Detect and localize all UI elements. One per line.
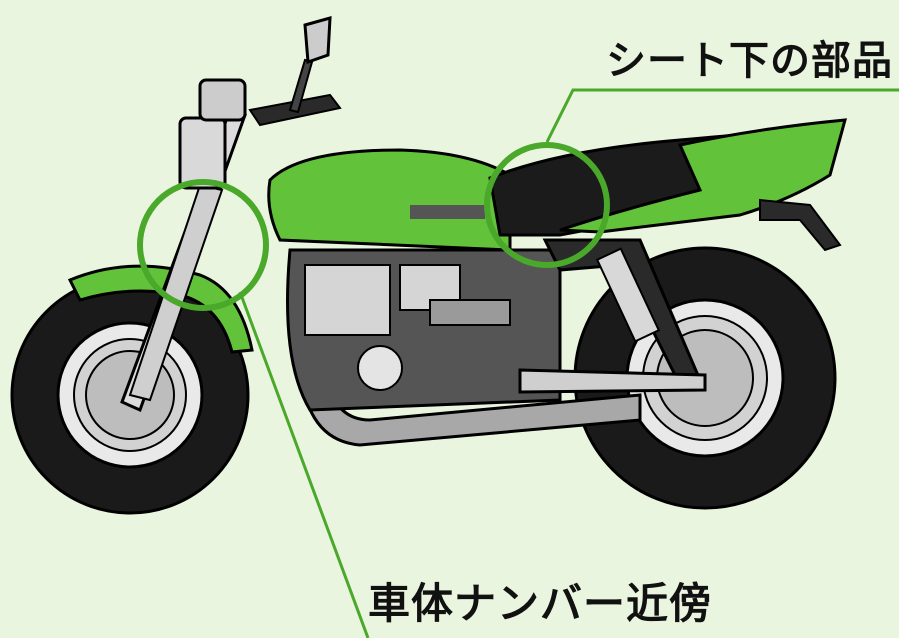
seat-parts-label: シート下の部品	[606, 38, 893, 84]
swing-arm	[518, 368, 707, 394]
headlight	[178, 78, 247, 190]
highlight-circle-seat	[484, 142, 610, 268]
leader-line-seat	[545, 88, 899, 143]
frame-number-label: 車体ナンバー近傍	[368, 579, 713, 628]
leader-line-frame	[238, 291, 370, 638]
mirror	[303, 15, 332, 65]
tank-badge	[410, 205, 485, 219]
highlight-circle-frame	[137, 179, 269, 311]
rear-fender	[759, 198, 842, 252]
rear-shock	[595, 247, 661, 343]
fuel-tank	[267, 148, 512, 252]
front-fender	[67, 264, 254, 354]
engine	[286, 248, 562, 412]
